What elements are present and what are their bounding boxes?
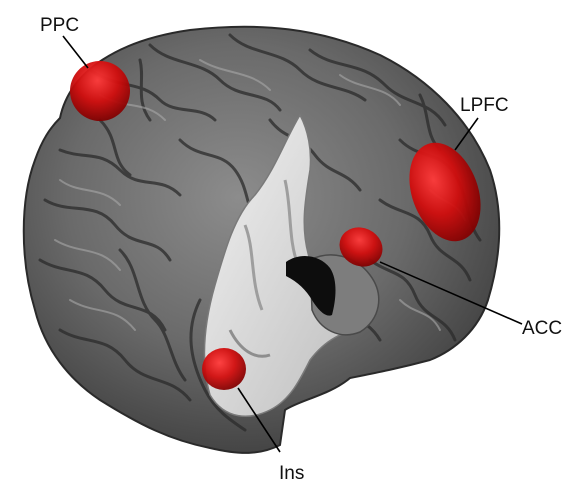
label-acc: ACC: [522, 318, 562, 339]
roi-ins: [202, 348, 246, 390]
label-ins: Ins: [279, 463, 304, 483]
leader-line-ppc: [63, 36, 88, 68]
label-ppc: PPC: [40, 15, 79, 36]
label-lpfc: LPFC: [460, 95, 509, 116]
